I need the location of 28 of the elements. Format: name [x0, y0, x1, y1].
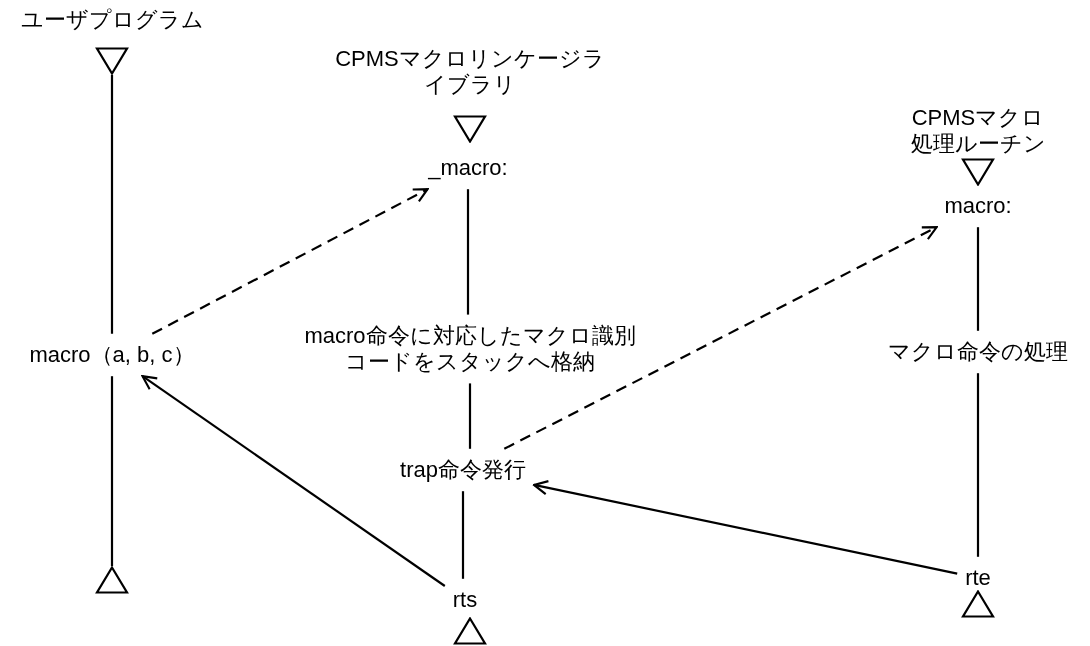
step-text: _macro:: [428, 154, 508, 182]
lane-heading: CPMSマクロ処理ルーチン: [909, 104, 1047, 158]
connector-line: [461, 491, 465, 579]
step-text: macro:: [944, 192, 1012, 220]
step-text: macro命令に対応したマクロ識別コードをスタックへ格納: [300, 322, 640, 376]
start-triangle: [453, 115, 487, 143]
connector-line: [976, 227, 980, 331]
end-triangle: [453, 617, 487, 645]
lane-heading: CPMSマクロリンケージライブラリ: [334, 45, 606, 99]
connector-line: [976, 373, 980, 557]
connector-line: [110, 376, 114, 566]
step-text: マクロ命令の処理: [888, 338, 1068, 366]
step-text: rte: [965, 564, 991, 592]
arrow: [532, 480, 958, 575]
start-triangle: [95, 47, 129, 75]
connector-line: [110, 75, 114, 334]
connector-line: [466, 189, 470, 315]
step-text: macro（a, b, c）: [29, 341, 195, 369]
lane-heading: ユーザプログラム: [20, 6, 204, 34]
step-text: rts: [452, 586, 478, 614]
step-text: trap命令発行: [400, 456, 526, 484]
dashed-arrow: [503, 226, 938, 450]
connector-line: [468, 383, 472, 449]
end-triangle: [961, 590, 995, 618]
start-triangle: [961, 158, 995, 186]
end-triangle: [95, 566, 129, 594]
dashed-arrow: [151, 188, 429, 335]
arrow: [141, 375, 446, 587]
